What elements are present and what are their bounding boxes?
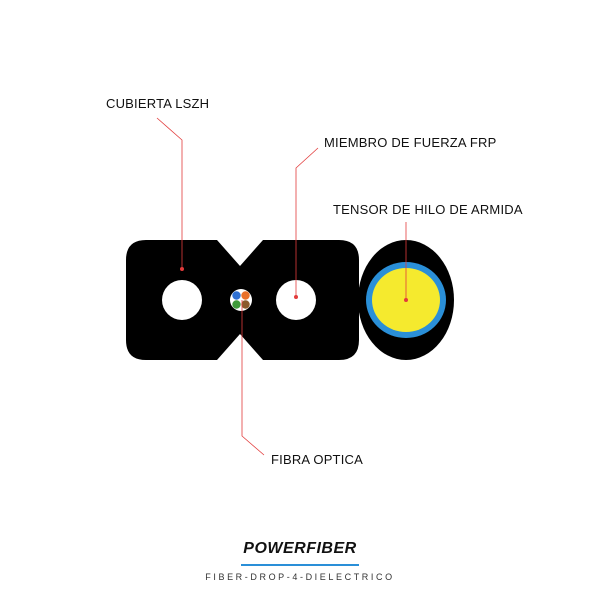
leader-fibra bbox=[241, 300, 265, 456]
label-tensor: TENSOR DE HILO DE ARMIDA bbox=[333, 202, 523, 217]
fiber-bundle bbox=[230, 289, 252, 311]
brand-underline bbox=[241, 564, 359, 566]
left-strength-member bbox=[162, 280, 202, 320]
label-miembro: MIEMBRO DE FUERZA FRP bbox=[324, 135, 497, 150]
fiber-green bbox=[232, 300, 241, 309]
brand-logo: POWERFIBER bbox=[243, 540, 357, 557]
right-strength-member bbox=[276, 280, 316, 320]
leader-lines bbox=[156, 117, 407, 456]
product-subtitle: FIBER-DROP-4-DIELECTRICO bbox=[205, 572, 395, 582]
fiber-brown bbox=[241, 300, 250, 309]
leader-dots bbox=[180, 267, 408, 302]
leader-miembro bbox=[295, 147, 319, 296]
label-fibra: FIBRA OPTICA bbox=[271, 452, 363, 467]
label-cubierta: CUBIERTA LSZH bbox=[106, 96, 210, 111]
fiber-blue bbox=[232, 291, 241, 300]
leader-cubierta bbox=[156, 117, 183, 268]
fiber-orange bbox=[241, 291, 250, 300]
